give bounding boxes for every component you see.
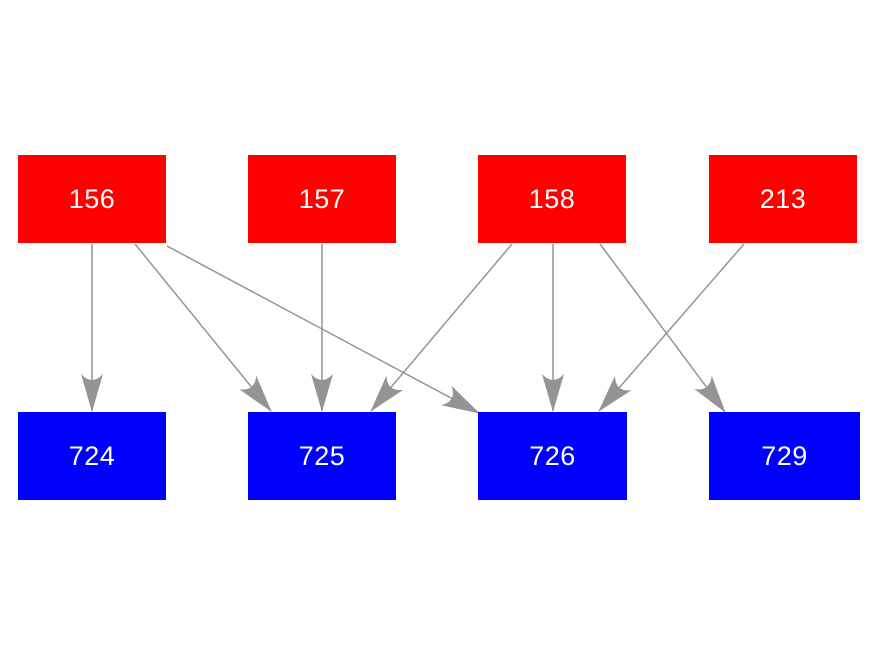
node-724: 724 [18, 412, 166, 500]
node-725: 725 [248, 412, 396, 500]
node-726: 726 [478, 412, 627, 500]
edge-158-725 [370, 243, 513, 412]
edge-156-725 [134, 243, 272, 412]
node-label-725: 725 [298, 440, 346, 471]
node-label-156: 156 [68, 183, 116, 214]
edge-213-726 [598, 243, 745, 412]
node-label-213: 213 [759, 183, 807, 214]
node-158: 158 [478, 155, 626, 243]
node-label-726: 726 [529, 440, 576, 471]
node-157: 157 [248, 155, 396, 243]
edge-158-729 [599, 243, 726, 413]
node-label-158: 158 [528, 183, 576, 214]
node-156: 156 [18, 155, 166, 243]
node-label-729: 729 [761, 440, 808, 471]
node-label-724: 724 [68, 440, 116, 471]
edge-group [81, 243, 745, 414]
node-729: 729 [709, 412, 860, 500]
node-213: 213 [709, 155, 857, 243]
node-label-157: 157 [298, 183, 346, 214]
edge-156-726 [166, 245, 480, 414]
